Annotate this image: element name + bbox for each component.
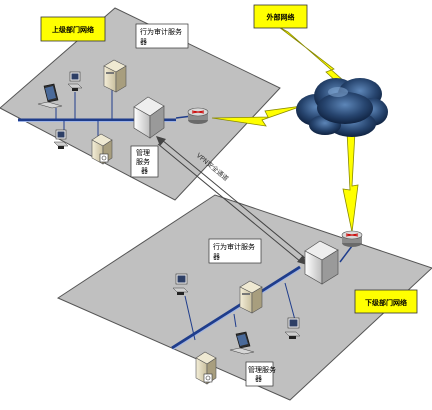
external-network-label-box — [253, 4, 308, 29]
desktop-icon — [284, 317, 301, 339]
upper-audit-server-icon — [103, 59, 127, 93]
desktop-icon — [53, 129, 69, 149]
lower-mgmt-server-icon — [195, 351, 217, 385]
upper-audit-server-label-box — [135, 23, 189, 49]
lower-firewall-icon — [304, 240, 339, 285]
upper-firewall-icon — [133, 96, 165, 139]
lower-audit-server-icon — [239, 280, 263, 314]
laptop-icon — [229, 331, 255, 355]
lower-router-icon — [341, 230, 363, 247]
lower-network-label-box — [354, 289, 418, 314]
upper-network-label-box — [40, 16, 106, 42]
lower-mgmt-server-label-line1: 管理服务 — [248, 365, 276, 374]
svg-text:管理 服务 器: 管理 服务 器 — [136, 148, 152, 175]
upper-mgmt-server-icon — [91, 133, 113, 165]
lower-mgmt-server-label-box — [245, 361, 274, 387]
lower-audit-server-label-line2: 器 — [213, 253, 220, 261]
desktop-icon — [172, 273, 189, 295]
lower-network-label: 下级部门网络 — [365, 298, 407, 307]
lower-audit-server-label-line1: 行为审计服务 — [213, 242, 255, 251]
svg-text:行为审计服务 器: 行为审计服务 器 — [140, 27, 184, 46]
svg-text:管理服务 器: 管理服务 器 — [248, 365, 278, 383]
upper-audit-server-label-line2: 器 — [140, 38, 147, 46]
upper-mgmt-server-label-line3: 器 — [141, 167, 148, 175]
external-network-label: 外部网络 — [267, 13, 295, 22]
desktop-icon — [67, 71, 83, 91]
upper-mgmt-server-label-line1: 管理 — [136, 148, 150, 157]
lower-audit-server-label-box — [208, 238, 262, 264]
upper-audit-server-label-line1: 行为审计服务 — [140, 27, 182, 36]
upper-network-label: 上级部门网络 — [52, 25, 94, 34]
laptop-icon — [37, 83, 63, 109]
vpn-channel — [156, 136, 307, 265]
lower-mgmt-server-label-line2: 器 — [255, 375, 262, 383]
upper-router-icon — [187, 107, 209, 124]
lightning-icon — [342, 131, 359, 233]
svg-text:行为审计服务 器: 行为审计服务 器 — [213, 242, 257, 261]
upper-mgmt-server-label-box — [130, 145, 159, 178]
cloud-icon — [296, 78, 388, 137]
upper-mgmt-server-label-line2: 服务 — [136, 157, 150, 166]
